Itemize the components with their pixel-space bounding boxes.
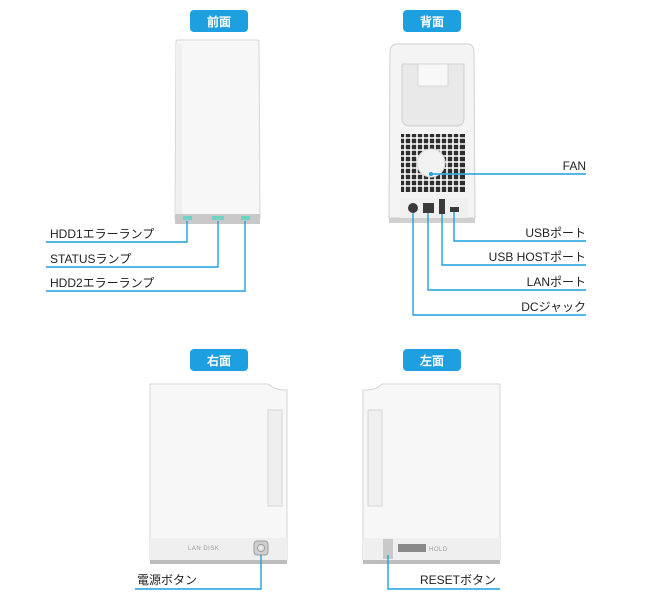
power-button-cap: [257, 544, 265, 552]
right-side-print: LAN DISK: [188, 546, 219, 552]
callout-usb-host-port: USB HOSTポート: [489, 250, 586, 264]
back-base-strip: [389, 218, 475, 223]
fan-hub: [416, 148, 446, 178]
reset-button-recess: [383, 539, 393, 559]
leader-hdd1-error-lamp: [46, 221, 188, 243]
front-device-body: [174, 39, 261, 219]
right-base-panel: [150, 538, 287, 560]
leader-usb-port: [453, 212, 586, 242]
left-side-recess: [367, 409, 383, 507]
callout-dc-jack: DCジャック: [521, 300, 586, 314]
callout-fan: FAN: [563, 159, 586, 173]
back-handle-recess: [401, 63, 465, 127]
usb-host-port: [439, 199, 445, 214]
callout-usb-port: USBポート: [525, 226, 586, 240]
front-view: 前面 HDD1エラーランプ STATUSランプ HDD2エラーランプ: [46, 10, 261, 292]
hdd1-error-lamp: [183, 216, 192, 220]
callout-hdd1-error-lamp: HDD1エラーランプ: [50, 227, 154, 241]
callout-reset-button: RESETボタン: [420, 573, 496, 587]
back-view-title: 背面: [420, 14, 444, 29]
usb-port: [450, 207, 459, 212]
hdd2-error-lamp: [241, 216, 250, 220]
leader-usb-host-port: [441, 214, 586, 266]
left-base-panel: [363, 538, 500, 560]
callout-hdd2-error-lamp: HDD2エラーランプ: [50, 276, 154, 290]
back-view: 背面: [388, 10, 586, 316]
callout-power-button: 電源ボタン: [137, 573, 197, 587]
right-view-badge: [190, 349, 248, 371]
left-view: 左面 HOLD RESETボタン: [362, 349, 501, 590]
left-device-body: [362, 383, 501, 561]
callout-status-lamp: STATUSランプ: [50, 252, 131, 266]
lan-port: [423, 203, 434, 213]
back-view-badge: [403, 10, 461, 32]
right-view: 右面 LAN DISK 電源ボタン: [135, 349, 288, 590]
dc-jack-port: [408, 203, 418, 213]
brand-logo-plate: [398, 544, 426, 552]
right-feet: [150, 560, 287, 564]
leader-reset-button: [387, 555, 500, 590]
leader-status-lamp: [46, 221, 219, 268]
front-view-badge: [190, 10, 248, 32]
leader-fan-dot: [429, 172, 433, 176]
left-feet: [363, 560, 500, 564]
front-device-shade: [176, 44, 182, 214]
leader-power-button: [135, 555, 262, 590]
back-handle-grip: [417, 63, 449, 87]
leader-lan-port: [427, 213, 586, 291]
leader-hdd2-error-lamp: [46, 221, 246, 292]
leader-dc-jack: [412, 213, 586, 316]
right-view-title: 右面: [206, 353, 231, 368]
right-side-recess: [267, 409, 283, 507]
callout-lan-port: LANポート: [527, 275, 586, 289]
right-device-body: [149, 383, 288, 561]
status-lamp: [212, 216, 224, 220]
left-view-badge: [403, 349, 461, 371]
front-view-title: 前面: [207, 14, 231, 29]
left-view-title: 左面: [419, 353, 444, 368]
left-side-print: HOLD: [429, 547, 448, 553]
